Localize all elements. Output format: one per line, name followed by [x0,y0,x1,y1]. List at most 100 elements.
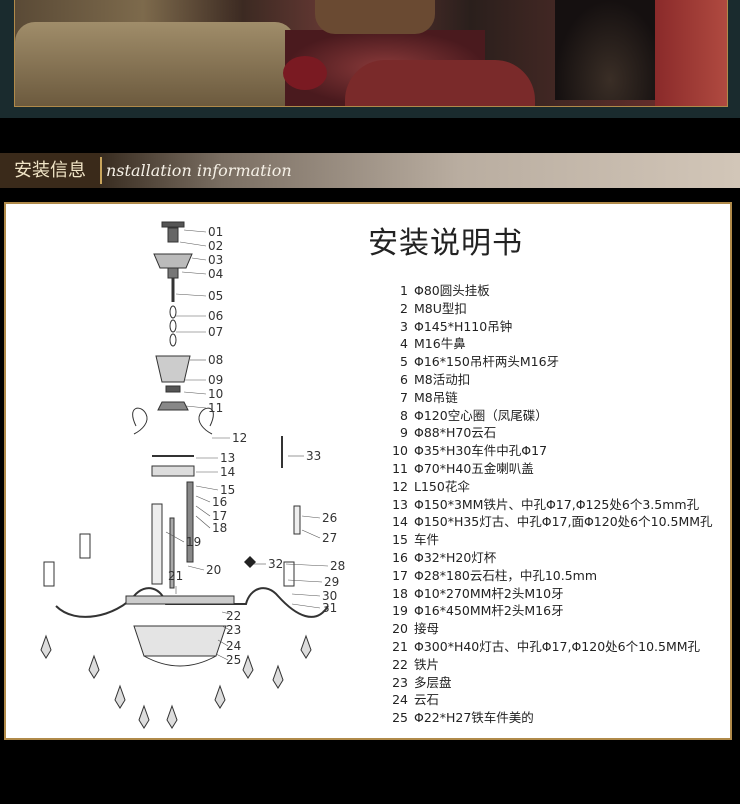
list-item: 18 Φ10*270MM杆2头M10牙 [384,585,713,603]
part-description: L150花伞 [414,478,470,494]
part-description: Φ145*H110吊钟 [414,318,513,334]
list-item: 21 Φ300*H40灯古、中孔Φ17,Φ120处6个10.5MM孔 [384,638,713,656]
callout-label: 11 [208,401,223,415]
callout-label: 07 [208,325,223,339]
part-number: 15 [392,532,408,548]
part-number: 2 [400,300,408,316]
list-item: 12 L150花伞 [384,478,713,496]
list-item: 24 云石 [384,691,713,709]
part-number: 25 [392,710,408,726]
callout-label: 17 [212,509,227,523]
part-description: 接母 [414,621,440,637]
part-description: 车件 [414,532,440,548]
part-description: 云石 [414,692,440,708]
part-description: Φ16*450MM杆2头M16牙 [414,603,564,619]
callout-label: 05 [208,289,223,303]
callout-label: 13 [220,451,235,465]
part-description: Φ88*H70云石 [414,425,497,441]
part-description: Φ80圆头挂板 [414,283,490,298]
section-banner: 安装信息 nstallation information [0,153,740,188]
part-number: 7 [400,389,408,405]
callout-label: 30 [322,589,337,603]
callout-label: 24 [226,639,241,653]
callout-label: 25 [226,653,241,667]
part-description: Φ70*H40五金喇叭盖 [414,460,534,476]
red-chair-shape [345,60,535,106]
part-number: 19 [392,603,408,619]
part-number: 6 [400,371,408,387]
part-description: Φ300*H40灯古、中孔Φ17,Φ120处6个10.5MM孔 [414,638,701,654]
part-description: Φ10*270MM杆2头M10牙 [414,585,564,601]
part-number: 10 [392,443,408,459]
banner-divider [100,157,102,184]
callout-label: 23 [226,623,241,637]
callout-label: 33 [306,449,321,463]
armchair-shape [655,0,727,106]
list-item: 2 M8U型扣 [384,300,713,318]
callout-label: 03 [208,253,223,267]
list-item: 1 Φ80圆头挂板 [384,282,713,300]
part-number: 13 [392,496,408,512]
callout-label: 27 [322,531,337,545]
list-item: 14 Φ150*H35灯古、中孔Φ17,面Φ120处6个10.5MM孔 [384,513,713,531]
part-number: 18 [392,585,408,601]
callout-label: 18 [212,521,227,535]
part-description: M8U型扣 [414,300,467,316]
part-description: Φ150*3MM铁片、中孔Φ17,Φ125处6个3.5mm孔 [414,496,700,512]
flower-vase-shape [283,56,327,90]
manual-title: 安装说明书 [368,226,523,261]
room-photo [0,0,740,118]
part-number: 11 [392,460,408,476]
list-item: 8 Φ120空心圈（凤尾碟） [384,407,713,425]
callout-label: 22 [226,609,241,623]
part-number: 24 [392,692,408,708]
callout-label: 26 [322,511,337,525]
callout-label: 20 [206,563,221,577]
callout-label: 28 [330,559,345,573]
part-description: M8活动扣 [414,371,471,387]
coffee-table-shape [315,0,435,34]
part-number: 1 [400,283,408,298]
list-item: 7 M8吊链 [384,389,713,407]
part-description: M8吊链 [414,389,458,405]
part-number: 8 [400,407,408,423]
part-number: 17 [392,567,408,583]
callout-label: 16 [212,495,227,509]
callout-label: 04 [208,267,223,281]
callout-label: 10 [208,387,223,401]
part-description: Φ22*H27铁车件美的 [414,710,534,726]
banner-title-en: nstallation information [106,161,292,180]
callout-label: 15 [220,483,235,497]
part-number: 14 [392,514,408,530]
list-item: 6 M8活动扣 [384,371,713,389]
part-description: Φ32*H20灯杯 [414,549,497,565]
list-item: 19 Φ16*450MM杆2头M16牙 [384,602,713,620]
sofa-shape [15,22,295,106]
part-number: 12 [392,478,408,494]
list-item: 25 Φ22*H27铁车件美的 [384,709,713,727]
callout-label: 14 [220,465,235,479]
part-description: Φ35*H30车件中孔Φ17 [414,443,548,459]
part-description: Φ120空心圈（凤尾碟） [414,407,548,423]
part-number: 5 [400,354,408,370]
part-number: 22 [392,656,408,672]
callout-label: 19 [186,535,201,549]
room-photo-frame [14,0,728,107]
part-description: Φ150*H35灯古、中孔Φ17,面Φ120处6个10.5MM孔 [414,514,713,530]
list-item: 13 Φ150*3MM铁片、中孔Φ17,Φ125处6个3.5mm孔 [384,496,713,514]
callout-label: 09 [208,373,223,387]
part-description: Φ16*150吊杆两头M16牙 [414,354,560,370]
banner-title-cn: 安装信息 [0,153,100,188]
list-item: 16 Φ32*H20灯杯 [384,549,713,567]
part-number: 21 [392,638,408,654]
part-number: 16 [392,549,408,565]
callout-label: 12 [232,431,247,445]
list-item: 15 车件 [384,531,713,549]
